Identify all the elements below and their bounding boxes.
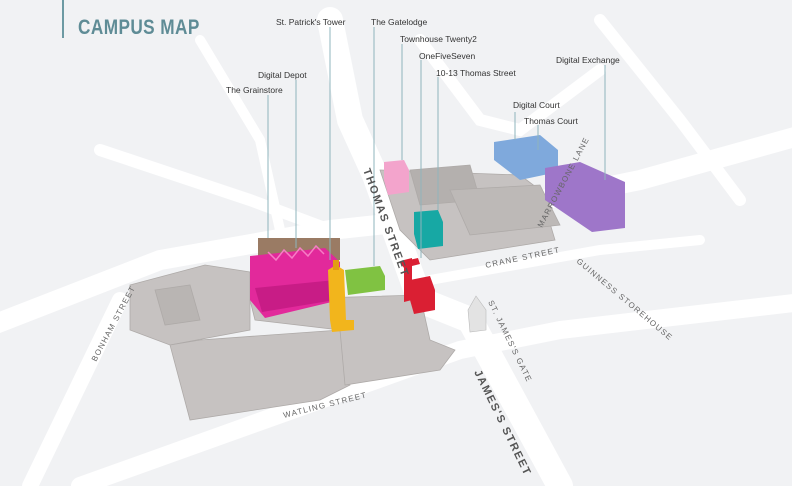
map-title: CAMPUS MAP — [78, 16, 200, 39]
label-digital-exchange: Digital Exchange — [556, 55, 620, 65]
label-townhouse-twenty2: Townhouse Twenty2 — [400, 34, 477, 44]
st-james-gate-monument — [467, 295, 487, 333]
label-10-13-thomas-street: 10-13 Thomas Street — [436, 68, 516, 78]
site-footprints — [129, 164, 561, 421]
label-thomas-court: Thomas Court — [524, 116, 578, 126]
building-onefiveseven[interactable] — [414, 210, 443, 249]
label-digital-depot: Digital Depot — [258, 70, 307, 80]
label-gatelodge: The Gatelodge — [371, 17, 428, 27]
building-st-patricks-tower[interactable] — [328, 260, 354, 332]
leader-lines — [267, 27, 606, 266]
building-10-13-thomas-street[interactable] — [400, 258, 435, 314]
building-townhouse-twenty2[interactable] — [384, 160, 409, 195]
label-digital-court: Digital Court — [513, 100, 560, 110]
building-digital-court[interactable] — [494, 135, 558, 180]
label-onefiveseven: OneFiveSeven — [419, 51, 475, 61]
building-gatelodge[interactable] — [345, 266, 385, 295]
building-labels: The Grainstore Digital Depot St. Patrick… — [226, 17, 620, 126]
label-st-patricks-tower: St. Patrick's Tower — [276, 17, 346, 27]
building-digital-depot[interactable] — [250, 244, 340, 318]
label-grainstore: The Grainstore — [226, 85, 283, 95]
